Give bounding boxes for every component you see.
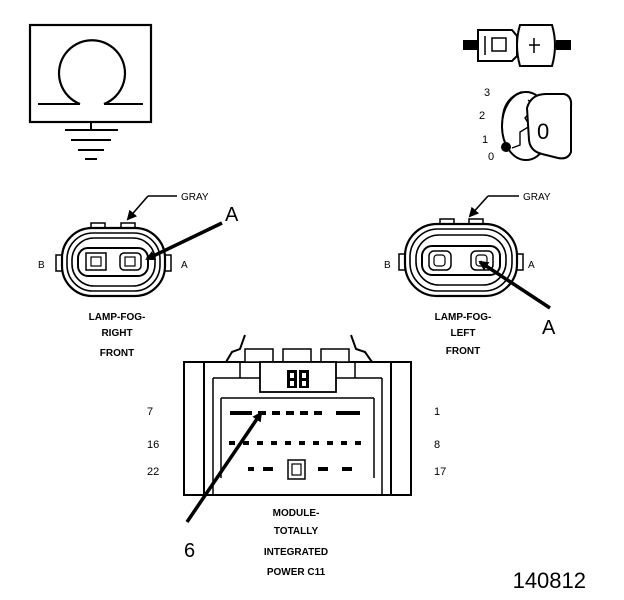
ignition-position-3: 3 (484, 87, 490, 99)
module-pin-16-label: 16 (147, 439, 159, 451)
ignition-position-2: 2 (479, 110, 485, 122)
left-connector-name-line-2: RIGHT (101, 328, 132, 339)
right-callout-label: A (542, 317, 556, 339)
figure-number: 140812 (513, 568, 586, 593)
ignition-position-1: 1 (482, 134, 488, 146)
fog-lamp-left-connector (398, 218, 524, 298)
fog-lamp-right-connector (55, 222, 172, 298)
module-pin-7-label: 7 (147, 406, 153, 418)
right-connector-name-line-2: LEFT (451, 328, 476, 339)
right-connector-name-line-1: LAMP-FOG- (435, 312, 492, 323)
ignition-key-icon (501, 91, 573, 161)
left-pin-b-label: B (38, 260, 45, 271)
left-connector-name-line-1: LAMP-FOG- (89, 312, 146, 323)
left-gray-arrow (126, 195, 149, 221)
module-pin-1-label: 1 (434, 406, 440, 418)
ignition-position-0: 0 (488, 151, 494, 163)
right-pin-b-label: B (384, 260, 391, 271)
right-connector-name-line-3: FRONT (446, 346, 480, 357)
module-pin-17-label: 17 (434, 466, 446, 478)
module-name-line-2: TOTALLY (274, 526, 319, 537)
module-callout-label: 6 (184, 540, 195, 562)
ground-icon (28, 23, 153, 160)
right-gray-arrow (468, 195, 489, 218)
ignition-key-label: 0 (537, 119, 549, 144)
module-name-line-1: MODULE- (273, 508, 320, 519)
module-name-line-4: POWER C11 (267, 567, 326, 578)
right-callout-arrow (478, 260, 551, 310)
right-pin-a-label: A (528, 260, 535, 271)
module-name-line-3: INTEGRATED (264, 547, 328, 558)
left-callout-arrow (145, 221, 223, 261)
module-pin-22-label: 22 (147, 466, 159, 478)
module-callout-arrow (185, 411, 263, 523)
right-wire-color-label: GRAY (523, 192, 551, 203)
module-pin-8-label: 8 (434, 439, 440, 451)
connector-icon (463, 24, 571, 67)
left-pin-a-label: A (181, 260, 188, 271)
left-connector-name-line-3: FRONT (100, 348, 134, 359)
tipm-c11-connector (183, 334, 412, 496)
left-callout-label: A (225, 204, 239, 226)
left-wire-color-label: GRAY (181, 192, 209, 203)
